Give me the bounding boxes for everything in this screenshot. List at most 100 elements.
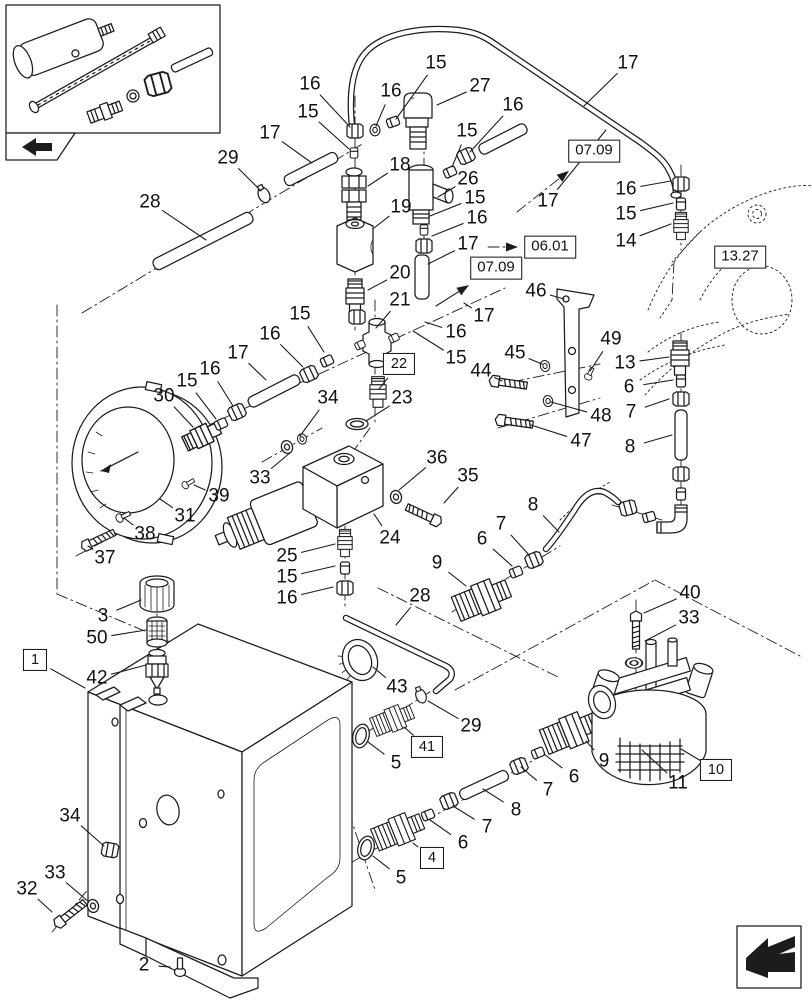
callout-label: 6 bbox=[476, 528, 488, 550]
fitting-18 bbox=[341, 167, 367, 221]
arrowhead-icon bbox=[456, 285, 469, 296]
callout-label: 6 bbox=[457, 832, 469, 854]
callout-label: 17 bbox=[537, 190, 559, 212]
hose-8-center bbox=[542, 487, 622, 553]
hose-17 bbox=[347, 25, 682, 199]
callout-label: 16 bbox=[502, 94, 524, 116]
section-ref-box: 07.09 bbox=[568, 139, 620, 163]
callout-label: 48 bbox=[590, 405, 612, 427]
callout-label: 42 bbox=[86, 667, 108, 689]
kit-ring bbox=[126, 89, 140, 103]
tube-chain-topleft bbox=[152, 151, 339, 271]
page-nav-logo bbox=[736, 925, 802, 989]
bracket-46 bbox=[556, 288, 595, 418]
callout-label: 29 bbox=[460, 715, 482, 737]
callout-label: 47 bbox=[570, 430, 592, 452]
callout-label: 15 bbox=[464, 187, 486, 209]
callout-label: 28 bbox=[409, 585, 431, 607]
callout-label: 36 bbox=[426, 447, 448, 469]
part-number-box: 4 bbox=[419, 846, 445, 870]
mounting-plate bbox=[95, 686, 259, 999]
control-valve bbox=[214, 445, 384, 550]
callout-label: 23 bbox=[391, 387, 413, 409]
callout-label: 8 bbox=[527, 494, 539, 516]
callout-label: 8 bbox=[624, 436, 636, 458]
elbow-12 bbox=[656, 504, 688, 534]
kit-accumulator bbox=[12, 18, 115, 79]
section-ref-box: 13.27 bbox=[714, 245, 766, 269]
fitting-42 bbox=[145, 648, 169, 695]
callout-label: 26 bbox=[457, 168, 479, 190]
callout-label: 14 bbox=[615, 230, 637, 252]
callout-label: 46 bbox=[525, 280, 547, 302]
callout-label: 8 bbox=[510, 799, 522, 821]
callout-label: 17 bbox=[457, 233, 479, 255]
callout-label: 19 bbox=[390, 196, 412, 218]
callout-label: 7 bbox=[542, 779, 554, 801]
callout-label: 3 bbox=[97, 605, 109, 627]
tube-8r bbox=[674, 409, 688, 461]
callout-label: 33 bbox=[44, 862, 66, 884]
washer-33b bbox=[624, 657, 644, 669]
callout-label: 30 bbox=[153, 385, 175, 407]
fitting-column-a bbox=[336, 115, 401, 431]
tank-cap-group bbox=[139, 575, 175, 695]
callout-label: 2 bbox=[138, 954, 150, 976]
callout-label: 15 bbox=[425, 52, 447, 74]
callout-label: 17 bbox=[227, 342, 249, 364]
callout-label: 28 bbox=[139, 191, 161, 213]
tube-17a bbox=[283, 151, 339, 187]
callout-label: 34 bbox=[59, 805, 81, 827]
callout-label: 17 bbox=[259, 122, 281, 144]
callout-label: 16 bbox=[276, 587, 298, 609]
tube-8b bbox=[458, 769, 510, 801]
callout-label: 15 bbox=[456, 120, 478, 142]
callout-label: 33 bbox=[249, 467, 271, 489]
callout-label: 15 bbox=[289, 303, 311, 325]
kit-braided-hose bbox=[28, 26, 166, 114]
callout-label: 9 bbox=[598, 750, 610, 772]
callout-label: 34 bbox=[317, 387, 339, 409]
part-number-box: 10 bbox=[699, 758, 733, 782]
callout-label: 16 bbox=[615, 178, 637, 200]
callout-label: 20 bbox=[389, 262, 411, 284]
part-number-box: 22 bbox=[382, 352, 416, 376]
tube-17c bbox=[478, 123, 528, 155]
callout-label: 7 bbox=[495, 513, 507, 535]
bottom-chain bbox=[354, 705, 603, 863]
callout-label: 38 bbox=[134, 523, 156, 545]
callout-label: 45 bbox=[504, 342, 526, 364]
callout-label: 9 bbox=[431, 552, 443, 574]
elbow-27 bbox=[403, 92, 433, 150]
callout-label: 7 bbox=[625, 401, 637, 423]
section-ref-box: 07.09 bbox=[470, 256, 522, 280]
filter-screen-11 bbox=[615, 737, 685, 782]
tube-17d bbox=[247, 374, 301, 408]
callout-label: 32 bbox=[16, 878, 38, 900]
callout-label: 13 bbox=[614, 352, 636, 374]
kit-inset-box bbox=[5, 4, 221, 161]
oring-23 bbox=[345, 417, 369, 431]
arrowhead-icon bbox=[506, 242, 518, 252]
section-ref-box: 06.01 bbox=[524, 235, 576, 259]
arrow-left-icon bbox=[746, 936, 795, 978]
arrowhead-icon bbox=[556, 170, 569, 182]
pressure-gauge bbox=[71, 381, 223, 546]
callout-label: 16 bbox=[380, 80, 402, 102]
block-19 bbox=[336, 217, 374, 273]
tee-26 bbox=[408, 164, 454, 225]
callout-label: 40 bbox=[679, 582, 701, 604]
callout-label: 15 bbox=[297, 101, 319, 123]
part-number-box: 1 bbox=[22, 648, 48, 672]
callout-label: 7 bbox=[481, 816, 493, 838]
callout-label: 21 bbox=[389, 289, 411, 311]
kit-tab bbox=[5, 132, 76, 161]
leader-lines bbox=[37, 72, 702, 968]
callout-label: 16 bbox=[259, 323, 281, 345]
cap-3 bbox=[139, 575, 175, 613]
callout-label: 43 bbox=[386, 676, 408, 698]
hose-28-bottom bbox=[337, 614, 456, 751]
right-column bbox=[617, 176, 690, 534]
